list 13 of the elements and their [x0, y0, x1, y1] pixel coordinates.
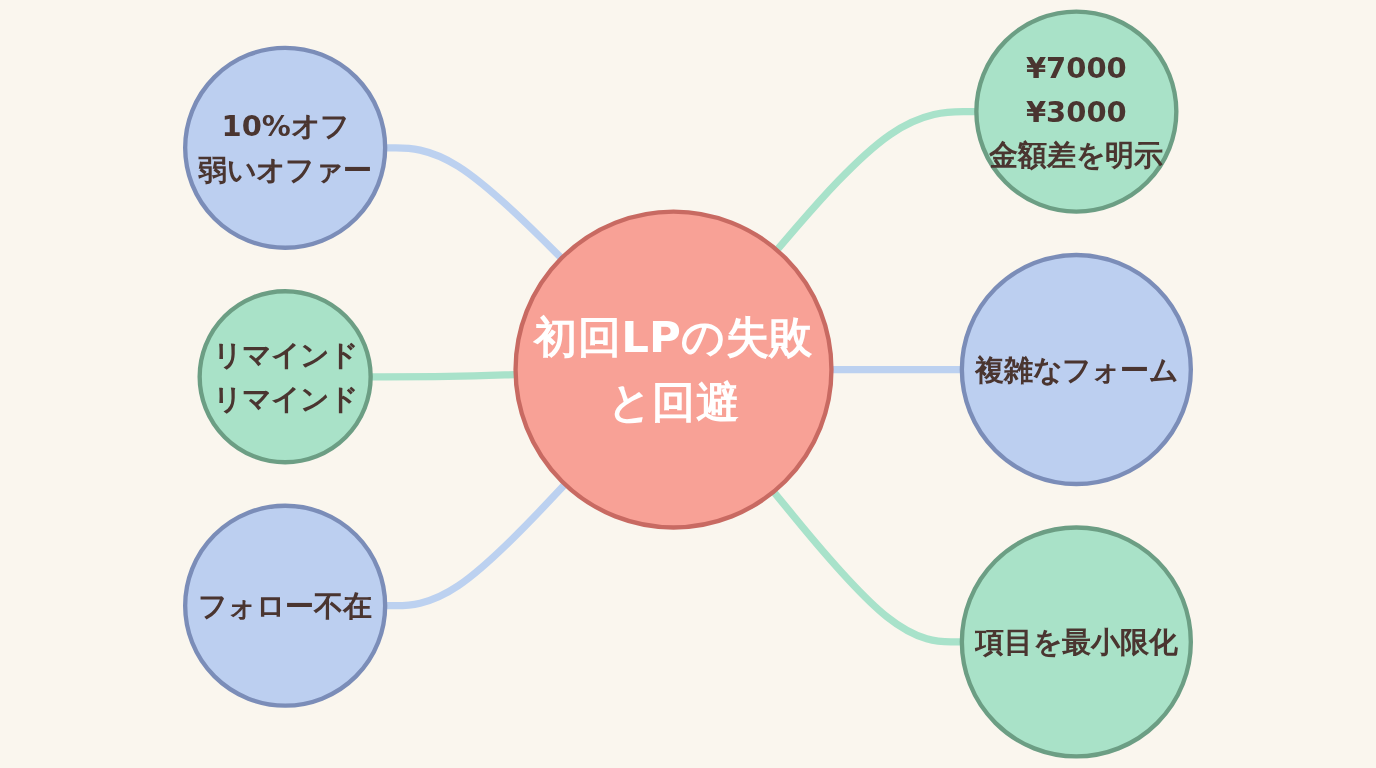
connector: [774, 107, 977, 253]
node-circle: 10%オフ 弱いオファー: [183, 45, 388, 250]
connector: [770, 489, 962, 646]
connector: [385, 481, 568, 610]
connector: [831, 365, 962, 374]
node-circle: フォロー不在: [183, 503, 388, 708]
node-circle: 複雑なフォーム: [959, 252, 1193, 487]
node-circle: 項目を最小限化: [959, 525, 1193, 759]
node-circle: ¥7000 ¥3000 金額差を明示: [974, 9, 1179, 214]
connector: [385, 144, 564, 261]
node-circle: 初回LPの失敗と回避: [513, 209, 834, 530]
connector: [370, 371, 516, 381]
node-circle: リマインド リマインド: [197, 289, 373, 465]
